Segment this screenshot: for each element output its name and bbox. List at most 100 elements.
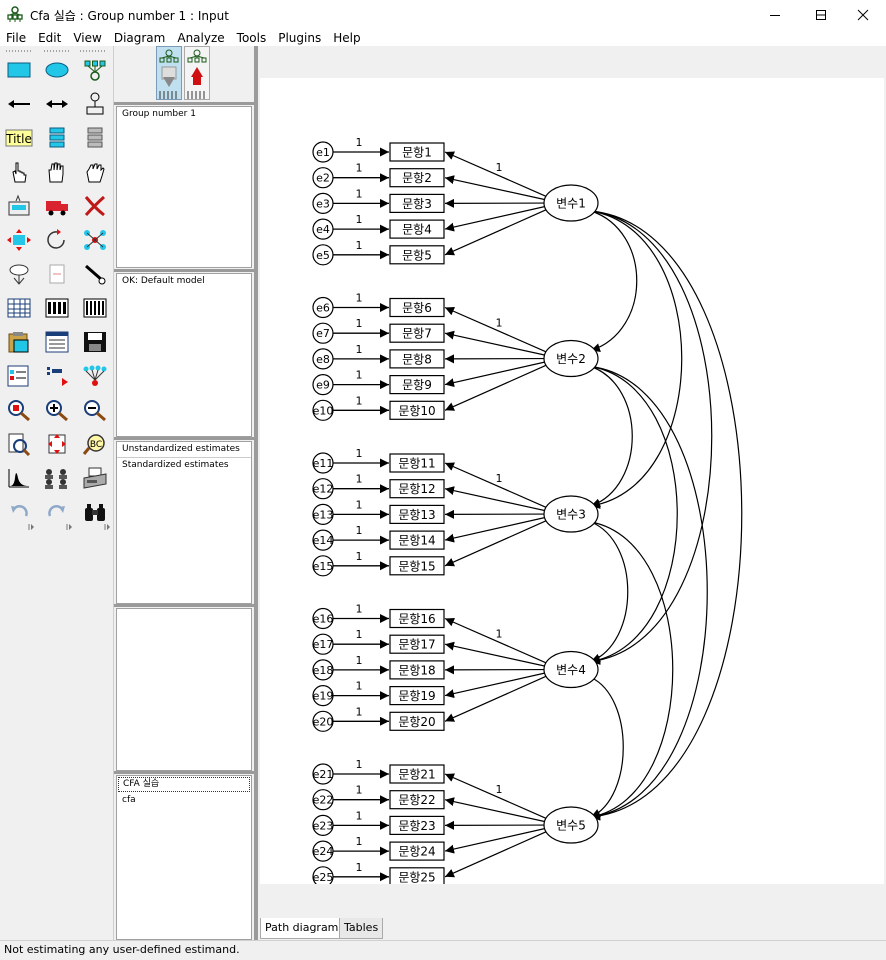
copy-to-clipboard-icon[interactable] [4, 328, 34, 356]
menu-plugins[interactable]: Plugins [278, 31, 322, 45]
loading-path [444, 831, 547, 878]
unstandardized-estimates-item[interactable]: Unstandardized estimates [117, 442, 251, 458]
move-parameter-values-icon[interactable] [4, 260, 34, 288]
scroll-diagram-icon[interactable] [42, 260, 72, 288]
draw-path-icon[interactable] [4, 90, 34, 118]
error-circle [312, 607, 334, 630]
loading-path [444, 517, 545, 543]
list-variables-in-model-icon[interactable] [42, 124, 72, 152]
draw-covariance-icon[interactable] [42, 90, 72, 118]
list-variables-in-dataset-icon[interactable] [80, 124, 110, 152]
error-label: e11 [313, 457, 334, 470]
menu-diagram[interactable]: Diagram [113, 31, 166, 45]
panel-splitter[interactable] [254, 46, 258, 940]
title-icon[interactable]: Title [4, 124, 34, 152]
object-properties-icon[interactable] [4, 362, 34, 390]
add-unique-variable-icon[interactable] [80, 90, 110, 118]
specification-search-icon[interactable] [80, 498, 110, 526]
close-icon [857, 9, 869, 21]
print-diagram-icon[interactable] [80, 464, 110, 492]
menu-analyze[interactable]: Analyze [177, 31, 225, 45]
undo-icon[interactable] [4, 498, 34, 526]
error-label: e17 [313, 638, 334, 651]
model-item[interactable]: OK: Default model [122, 276, 205, 286]
view-input-path-diagram-icon[interactable] [156, 46, 182, 100]
menu-tools[interactable]: Tools [236, 31, 267, 45]
observed-variable-box [389, 660, 445, 680]
minimize-icon [770, 15, 780, 16]
loading-path [444, 206, 545, 232]
covariance-path [581, 203, 638, 352]
multiple-group-analysis-icon[interactable] [42, 464, 72, 492]
resize-diagram-icon[interactable] [42, 430, 72, 458]
file-item-cfa-practice[interactable]: CFA 실습 [118, 777, 250, 792]
error-circle [312, 374, 334, 396]
draw-unobserved-variable-icon[interactable] [42, 56, 72, 84]
tab-tables[interactable]: Tables [339, 918, 384, 939]
observed-variable-box [389, 815, 445, 836]
tab-path-diagram[interactable]: Path diagram [260, 918, 344, 939]
observed-variable-label: 문항10 [398, 404, 435, 418]
redo-icon[interactable] [42, 498, 72, 526]
zoom-selected-area-icon[interactable] [4, 396, 34, 424]
close-button[interactable] [840, 0, 886, 30]
touch-up-variable-icon[interactable] [80, 260, 110, 288]
move-object-icon[interactable] [42, 192, 72, 220]
file-item-cfa[interactable]: cfa [122, 795, 136, 805]
menu-file[interactable]: File [6, 31, 27, 45]
view-text-icon[interactable] [42, 328, 72, 356]
erase-objects-icon[interactable] [80, 192, 110, 220]
observed-variable-box [389, 168, 445, 188]
reflect-indicators-icon[interactable] [80, 226, 110, 254]
loading-path [444, 462, 547, 508]
error-circle [312, 296, 334, 319]
drag-properties-icon[interactable] [42, 362, 72, 390]
panel-separator [114, 102, 254, 105]
change-shape-of-objects-icon[interactable] [4, 226, 34, 254]
zoom-out-icon[interactable] [80, 396, 110, 424]
rotate-indicators-icon[interactable] [42, 226, 72, 254]
maximize-icon [816, 10, 826, 20]
loading-fixed-label: 1 [496, 317, 503, 330]
view-output-path-diagram-icon[interactable] [184, 46, 210, 100]
observed-variable-label: 문항17 [398, 638, 435, 652]
error-label: e21 [313, 768, 334, 781]
observed-variable-label: 문항22 [398, 793, 435, 807]
view-page-icon[interactable] [4, 430, 34, 458]
menu-help[interactable]: Help [333, 31, 361, 45]
toolbox: Title [0, 46, 114, 940]
error-label: e10 [313, 404, 334, 417]
minimize-button[interactable] [798, 0, 844, 30]
copy-object-icon[interactable] [4, 192, 34, 220]
error-path-label: 1 [356, 861, 363, 874]
save-diagram-icon[interactable] [80, 328, 110, 356]
maximize-button[interactable] [798, 0, 844, 30]
loupe-icon[interactable]: BC [80, 430, 110, 458]
calculate-estimates-icon[interactable] [80, 294, 110, 322]
analysis-properties-icon[interactable] [42, 294, 72, 322]
select-one-object-icon[interactable] [4, 158, 34, 186]
menu-view[interactable]: View [73, 31, 102, 45]
svg-text:BC: BC [90, 440, 102, 450]
latent-variable-ellipse [543, 806, 599, 844]
observed-variable-box [389, 504, 445, 524]
observed-variable-box [389, 193, 445, 214]
panel-separator [114, 437, 254, 440]
draw-observed-variable-icon[interactable] [4, 56, 34, 84]
draw-latent-indicator-icon[interactable] [80, 56, 110, 84]
covariance-path [581, 205, 743, 821]
deselect-all-objects-icon[interactable] [80, 158, 110, 186]
group-item[interactable]: Group number 1 [122, 109, 196, 119]
minimize-button-2[interactable] [752, 0, 798, 30]
latent-variable-label: 변수1 [556, 197, 586, 211]
preserve-symmetries-icon[interactable] [80, 362, 110, 390]
menu-edit[interactable]: Edit [38, 31, 62, 45]
zoom-in-icon[interactable] [42, 396, 72, 424]
select-all-objects-icon[interactable] [42, 158, 72, 186]
standardized-estimates-item[interactable]: Standardized estimates [122, 460, 229, 470]
covariance-path [581, 515, 674, 820]
data-files-icon[interactable] [4, 294, 34, 322]
bayesian-estimation-icon[interactable] [4, 464, 34, 492]
loading-path [444, 175, 545, 201]
